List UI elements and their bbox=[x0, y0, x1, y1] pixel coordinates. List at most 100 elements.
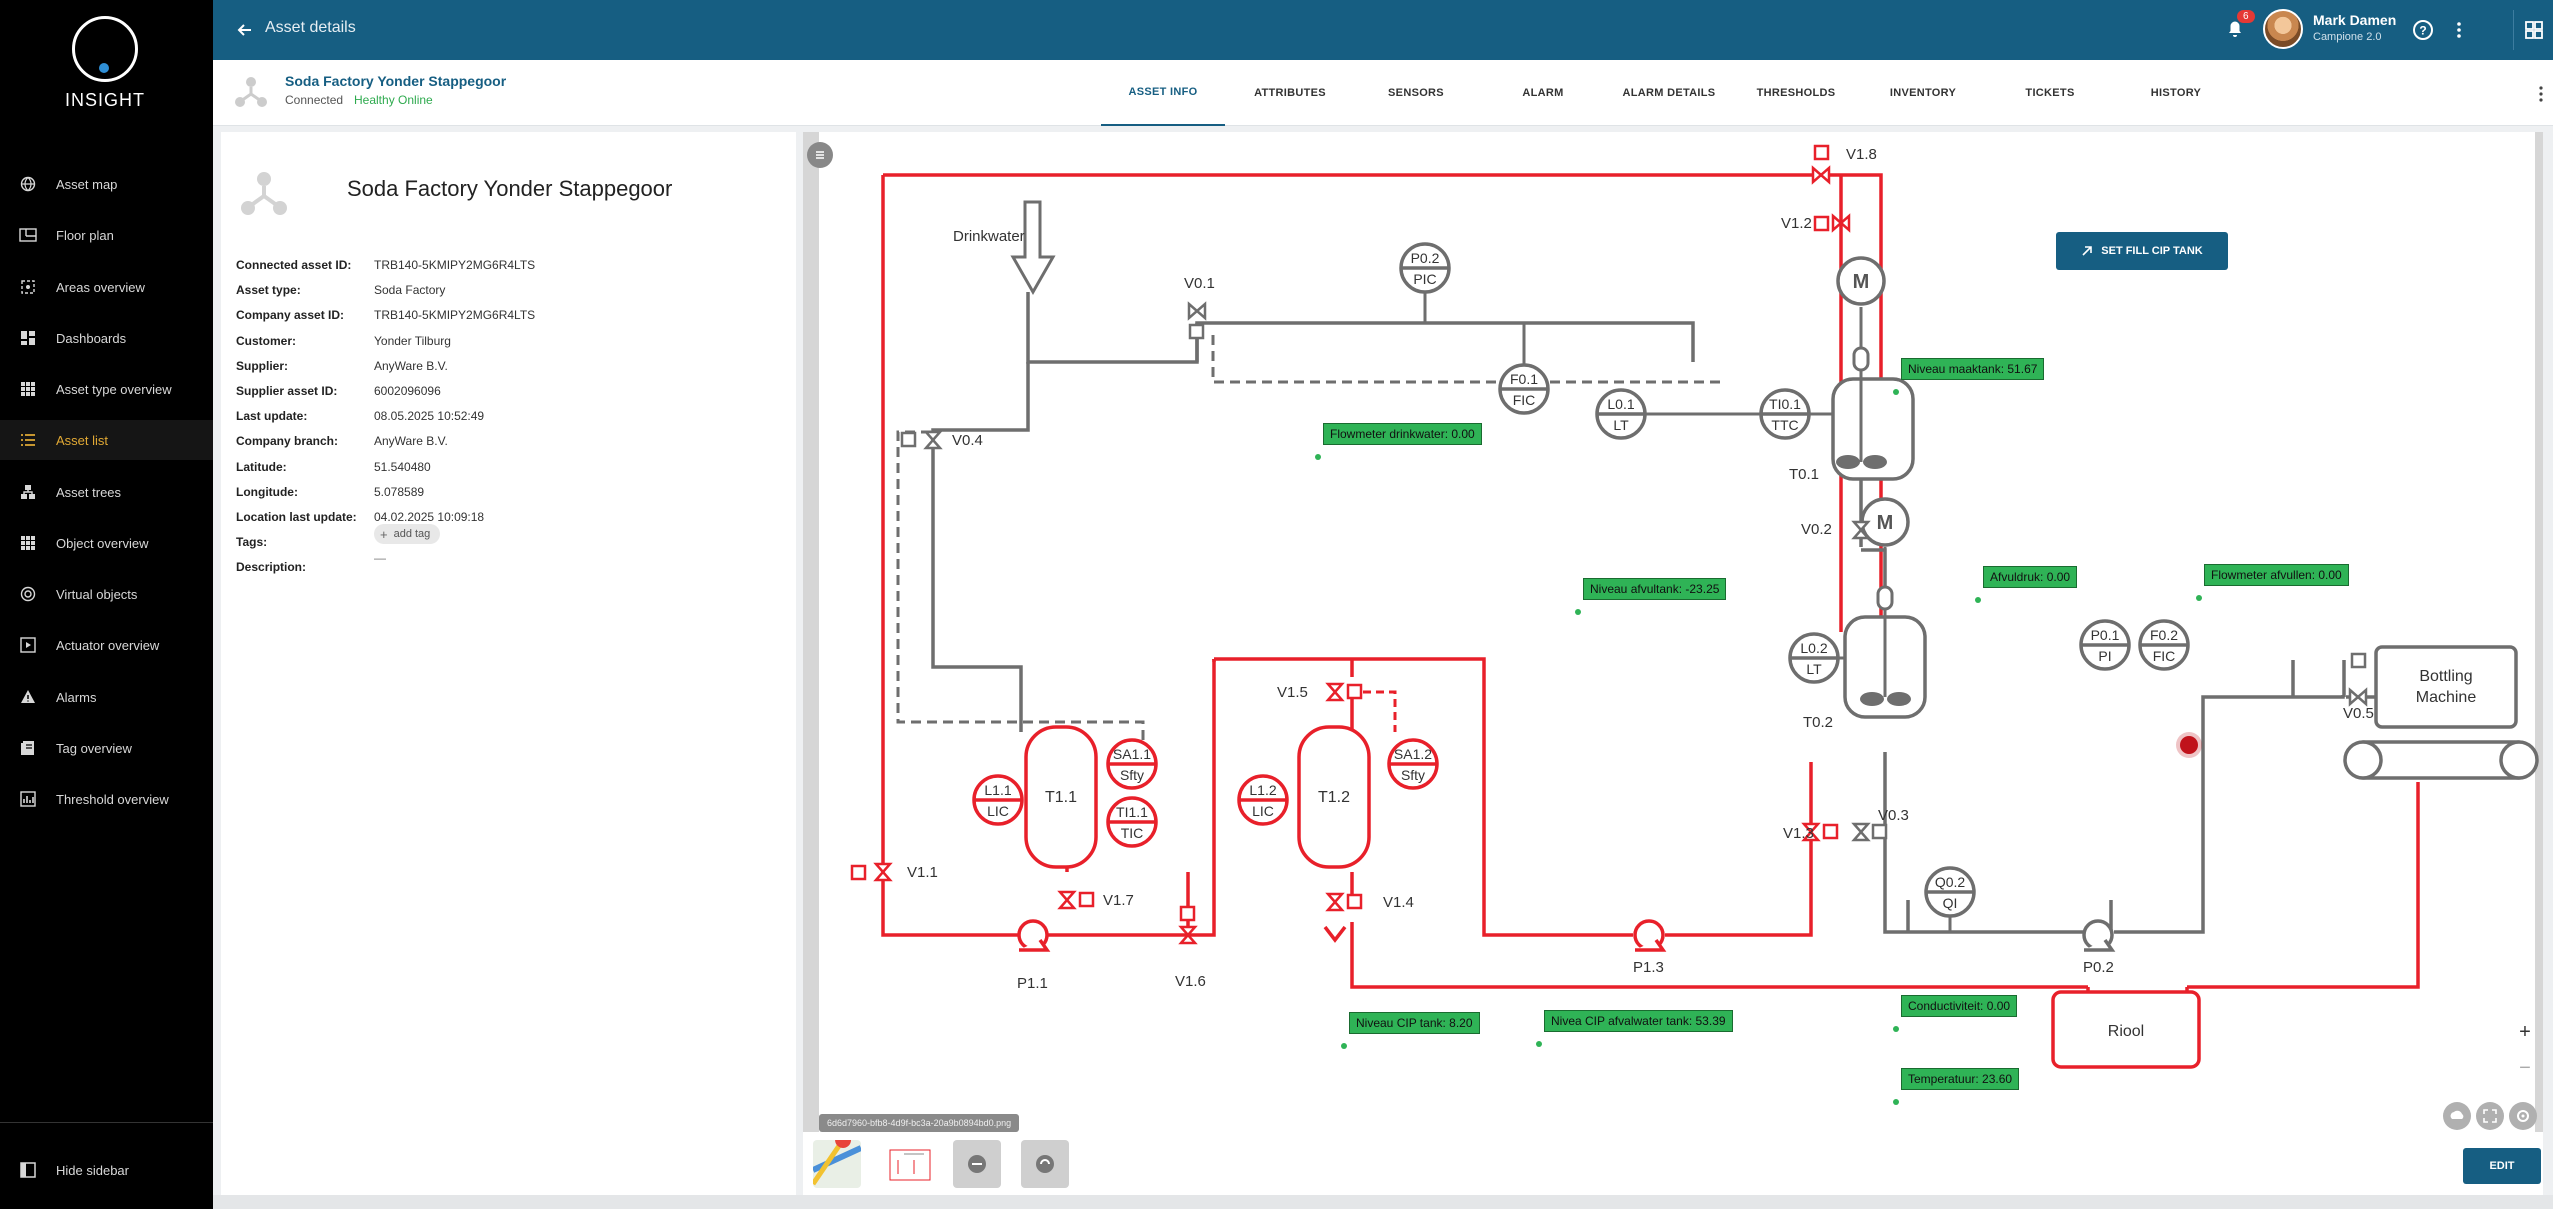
v18-label: V1.8 bbox=[1846, 146, 1877, 163]
sidebar-item-actuator-overview[interactable]: Actuator overview bbox=[0, 625, 213, 665]
tabs-more-icon[interactable] bbox=[2531, 82, 2551, 106]
settings-icon[interactable] bbox=[2509, 1102, 2537, 1130]
sensor-tag-label[interactable]: Niveau CIP tank: 8.20 bbox=[1349, 1012, 1480, 1034]
sensor-tag-label[interactable]: Niveau maaktank: 51.67 bbox=[1901, 358, 2045, 380]
red-status-marker[interactable] bbox=[2180, 736, 2198, 754]
v03-label: V0.3 bbox=[1878, 807, 1909, 824]
sensor-tag-dot[interactable] bbox=[1893, 1099, 1899, 1105]
property-key: Tags: bbox=[236, 535, 268, 550]
v17-label: V1.7 bbox=[1103, 892, 1134, 909]
sensor-tag-dot[interactable] bbox=[1575, 609, 1581, 615]
add-tag-button[interactable]: + add tag bbox=[374, 524, 441, 544]
sensor-tag-dot[interactable] bbox=[1536, 1041, 1542, 1047]
sensor-tag-label[interactable]: Conductiviteit: 0.00 bbox=[1901, 995, 2018, 1017]
right-scrollbar[interactable] bbox=[2535, 132, 2543, 1132]
set-fill-cip-tank-button[interactable]: SET FILL CIP TANK bbox=[2056, 232, 2228, 270]
v14-label: V1.4 bbox=[1383, 894, 1414, 911]
notifications-bell-icon[interactable]: 6 bbox=[2223, 10, 2255, 44]
user-avatar[interactable] bbox=[2263, 9, 2303, 49]
sensor-tag-label[interactable]: Nivea CIP afvalwater tank: 53.39 bbox=[1544, 1010, 1733, 1032]
sensor-tag-label[interactable]: Afvuldruk: 0.00 bbox=[1983, 566, 2078, 588]
sidebar-item-asset-list[interactable]: Asset list bbox=[0, 420, 213, 460]
tab-sensors[interactable]: SENSORS bbox=[1388, 87, 1444, 99]
tab-thresholds[interactable]: THRESHOLDS bbox=[1756, 87, 1836, 99]
sidebar-item-threshold-overview[interactable]: Threshold overview bbox=[0, 779, 213, 819]
sfty2-label: Sfty bbox=[1401, 767, 1425, 783]
left-scrollbar[interactable] bbox=[803, 132, 819, 1132]
more-vertical-icon[interactable] bbox=[2447, 18, 2471, 42]
sensor-tag-label[interactable]: Niveau afvultank: -23.25 bbox=[1583, 578, 1727, 600]
sensor-tag-dot[interactable] bbox=[1341, 1043, 1347, 1049]
layers-toggle-icon[interactable] bbox=[807, 142, 833, 168]
l11-label: L1.1 bbox=[984, 782, 1011, 798]
sidebar-item-alarms[interactable]: Alarms bbox=[0, 677, 213, 717]
bottling-label-2: Machine bbox=[2416, 689, 2477, 706]
property-key: Connected asset ID: bbox=[236, 258, 352, 272]
zoom-out-button[interactable]: − bbox=[2519, 1057, 2531, 1079]
back-arrow-icon[interactable] bbox=[233, 18, 257, 42]
bottom-scrollbar[interactable] bbox=[213, 1195, 2553, 1209]
top-bar: Asset details 6 Mark Damen Campione 2.0 … bbox=[213, 0, 2553, 60]
map-thumbnail[interactable] bbox=[810, 1132, 863, 1188]
property-value: TRB140-5KMIPY2MG6R4LTS bbox=[374, 308, 536, 323]
tab-inventory[interactable]: INVENTORY bbox=[1889, 87, 1957, 99]
sensor-tag-label[interactable]: Flowmeter drinkwater: 0.00 bbox=[1323, 423, 1482, 445]
t12-label: T1.2 bbox=[1318, 789, 1350, 806]
tab-alarm-details[interactable]: ALARM DETAILS bbox=[1622, 87, 1716, 99]
tab-asset-info[interactable]: ASSET INFO bbox=[1101, 60, 1225, 126]
sensor-tag-dot[interactable] bbox=[2196, 595, 2202, 601]
sidebar-item-floor-plan[interactable]: Floor plan bbox=[0, 215, 213, 255]
layer-thumbnail-2[interactable] bbox=[1021, 1140, 1069, 1188]
sfty-label: Sfty bbox=[1120, 767, 1144, 783]
sidebar-item-asset-type-overview[interactable]: Asset type overview bbox=[0, 369, 213, 409]
logo-text: INSIGHT bbox=[65, 90, 146, 110]
asset-header: Soda Factory Yonder Stappegoor Connected… bbox=[213, 60, 2553, 126]
sidebar-item-label: Actuator overview bbox=[56, 637, 160, 653]
motor-m2-label: M bbox=[1877, 512, 1894, 534]
tab-attributes[interactable]: ATTRIBUTES bbox=[1254, 87, 1326, 99]
sensor-tag-label[interactable]: Temperatuur: 23.60 bbox=[1901, 1068, 2020, 1090]
layer-thumbnail-1[interactable] bbox=[953, 1140, 1001, 1188]
property-value: 51.540480 bbox=[374, 459, 431, 474]
diagram-thumbnail[interactable] bbox=[886, 1140, 934, 1188]
property-value: 6002096096 bbox=[374, 384, 441, 398]
sidebar-item-tag-overview[interactable]: Tag overview bbox=[0, 728, 213, 768]
asset-name-link[interactable]: Soda Factory Yonder Stappegoor bbox=[285, 73, 507, 89]
help-icon[interactable]: ? bbox=[2411, 18, 2435, 42]
notifications-badge: 6 bbox=[2237, 10, 2255, 23]
sidebar-item-asset-trees[interactable]: Asset trees bbox=[0, 472, 213, 512]
insight-logo[interactable]: INSIGHT bbox=[65, 16, 145, 111]
p11-label: P1.1 bbox=[1017, 975, 1048, 992]
v02-label: V0.2 bbox=[1801, 521, 1832, 538]
sidebar-item-label: Alarms bbox=[56, 689, 97, 705]
tab-alarm[interactable]: ALARM bbox=[1522, 87, 1564, 99]
sensor-tag-dot[interactable] bbox=[1315, 454, 1321, 460]
sensor-tag-dot[interactable] bbox=[1893, 389, 1899, 395]
set-fill-cip-tank-label: SET FILL CIP TANK bbox=[2101, 245, 2203, 257]
sidebar-item-object-overview[interactable]: Object overview bbox=[0, 523, 213, 563]
hide-sidebar-button[interactable]: Hide sidebar bbox=[0, 1150, 213, 1190]
zoom-in-button[interactable]: + bbox=[2519, 1021, 2531, 1043]
sidebar-item-dashboards[interactable]: Dashboards bbox=[0, 318, 213, 358]
svg-text:?: ? bbox=[2419, 24, 2426, 38]
download-icon[interactable] bbox=[2443, 1102, 2471, 1130]
sidebar-item-virtual-objects[interactable]: Virtual objects bbox=[0, 574, 213, 614]
sidebar-item-areas-overview[interactable]: Areas overview bbox=[0, 267, 213, 307]
fullscreen-icon[interactable] bbox=[2476, 1102, 2504, 1130]
user-name[interactable]: Mark Damen bbox=[2313, 12, 2397, 28]
tag-icon bbox=[18, 738, 38, 758]
sidebar-item-asset-map[interactable]: Asset map bbox=[0, 164, 213, 204]
apps-grid-icon[interactable] bbox=[2513, 10, 2553, 50]
property-value: 5.078589 bbox=[374, 484, 425, 499]
sensor-tag-label[interactable]: Flowmeter afvullen: 0.00 bbox=[2204, 564, 2349, 586]
tab-tickets[interactable]: TICKETS bbox=[2025, 87, 2075, 99]
sensor-tag-dot[interactable] bbox=[1893, 1026, 1899, 1032]
motor-m-label: M bbox=[1853, 271, 1870, 293]
tab-history[interactable]: HISTORY bbox=[2150, 87, 2202, 99]
dashboard-icon bbox=[18, 328, 38, 348]
v04-label: V0.4 bbox=[952, 432, 983, 449]
edit-button[interactable]: EDIT bbox=[2463, 1148, 2541, 1184]
sensor-tag-dot[interactable] bbox=[1975, 597, 1981, 603]
qi-label: QI bbox=[1943, 895, 1958, 911]
